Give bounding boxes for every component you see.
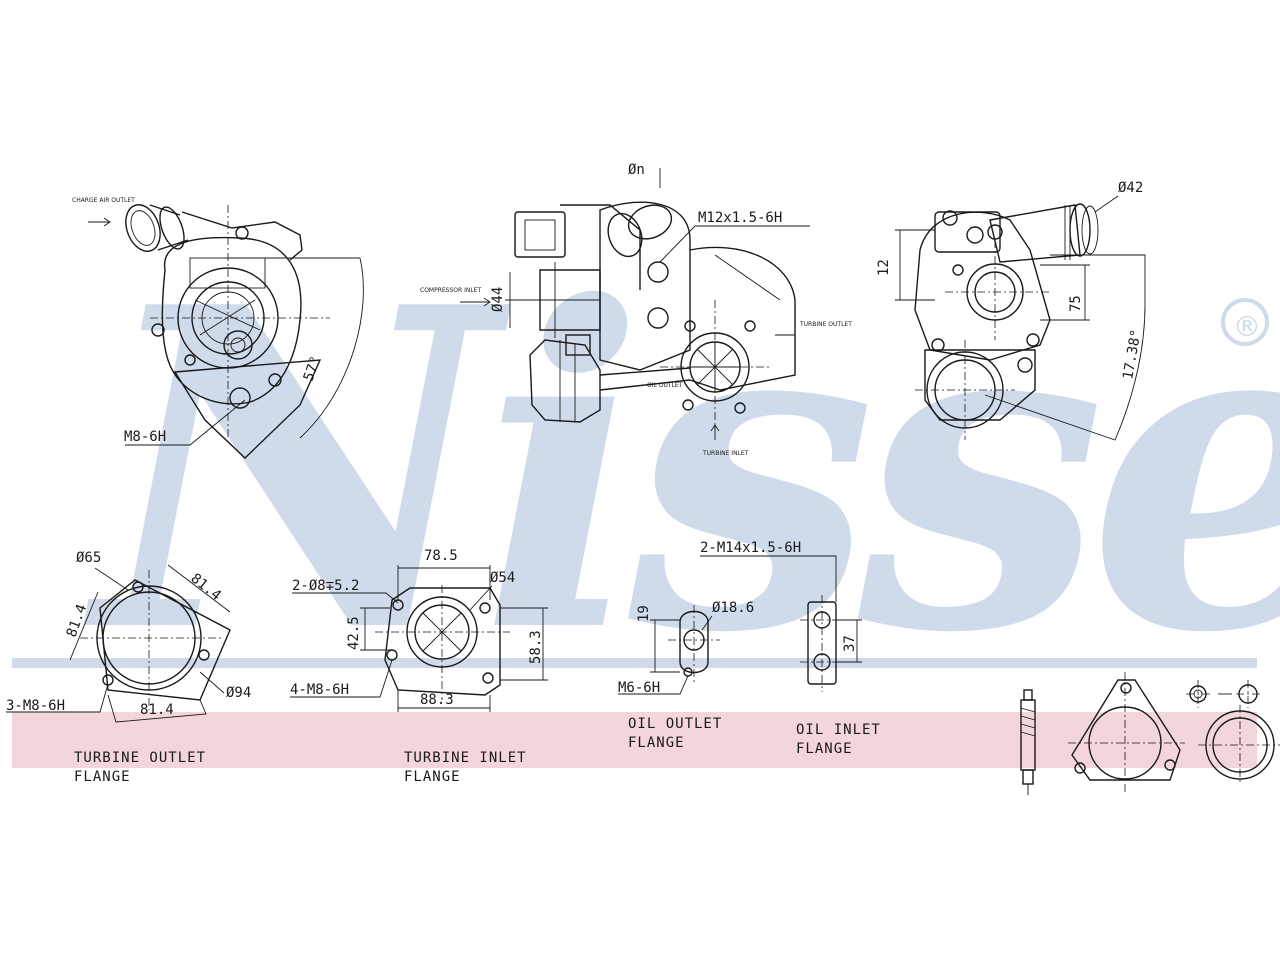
center-thread-label: M12x1.5-6H [698, 210, 782, 226]
ti-bolts: 4-M8-6H [290, 682, 349, 698]
ti-caption-2: FLANGE [404, 769, 461, 785]
gasket-ring-icon [1198, 705, 1280, 785]
right-dia-label: Ø42 [1118, 180, 1143, 196]
turbine-outlet-flange: Ø65 81.4 81.4 81.4 Ø94 3-M8-6H TURBINE O… [6, 550, 251, 785]
turbo-view-right: Ø42 12 75 17.38° [876, 180, 1146, 441]
left-thread-callout: M8-6H [124, 429, 166, 445]
registered-mark: ® [1233, 310, 1261, 343]
to-d65: Ø65 [76, 550, 101, 566]
oo-d18-6: Ø18.6 [712, 600, 754, 616]
center-dia-label: Ø44 [490, 287, 506, 312]
ti-d54: Ø54 [490, 570, 515, 586]
to-d81-4-c: 81.4 [140, 702, 174, 718]
pink-band [12, 712, 1257, 768]
bolt-icon [1020, 689, 1036, 795]
oi-caption-1: OIL INLET [796, 722, 881, 738]
oil-outlet-flange: 19 Ø18.6 M6-6H OIL OUTLET FLANGE [618, 600, 754, 751]
nut-icon [1186, 680, 1232, 708]
center-oil-label: OIL OUTLET [647, 382, 683, 389]
ti-d78-5: 78.5 [424, 548, 458, 564]
oo-caption-1: OIL OUTLET [628, 716, 722, 732]
oo-d19: 19 [636, 605, 652, 622]
center-comp-inlet-label: COMPRESSOR INLET [420, 287, 481, 294]
ti-d58-3: 58.3 [528, 630, 544, 664]
right-dim-12: 12 [876, 259, 892, 276]
ti-d88-3: 88.3 [420, 692, 454, 708]
to-caption-2: FLANGE [74, 769, 131, 785]
to-bolts: 3-M8-6H [6, 698, 65, 714]
turbine-inlet-flange: 78.5 2-Ø8∓5.2 Ø54 42.5 58.3 88.3 4-M8-6H… [290, 548, 548, 785]
oo-bolt: M6-6H [618, 680, 660, 696]
center-turbine-inlet-label: TURBINE INLET [702, 450, 749, 457]
to-d94: Ø94 [226, 685, 251, 701]
registered-circle [1221, 298, 1269, 346]
washer-icon [1236, 680, 1262, 708]
right-dim-75: 75 [1068, 295, 1084, 312]
left-outlet-label: CHARGE AIR OUTLET [72, 197, 135, 204]
ti-holes: 2-Ø8∓5.2 [292, 578, 359, 594]
center-turbine-outlet-label: TURBINE OUTLET [799, 321, 852, 328]
ti-d42-5: 42.5 [346, 616, 362, 650]
to-caption-1: TURBINE OUTLET [74, 750, 206, 766]
ti-caption-1: TURBINE INLET [404, 750, 527, 766]
oi-caption-2: FLANGE [796, 741, 853, 757]
oi-d37: 37 [842, 635, 858, 652]
oi-thread: 2-M14x1.5-6H [700, 540, 801, 556]
oo-caption-2: FLANGE [628, 735, 685, 751]
gasket-3hole-icon [1068, 672, 1185, 795]
center-top-mark: Øn [628, 162, 645, 178]
watermark-underline [12, 658, 1257, 668]
oil-inlet-flange: 37 2-M14x1.5-6H OIL INLET FLANGE [700, 540, 881, 757]
turbo-view-center: Øn M12x1.5-6H Ø44 COMPRESSOR INLET [420, 162, 852, 457]
watermark: Nissens ® [12, 212, 1280, 729]
